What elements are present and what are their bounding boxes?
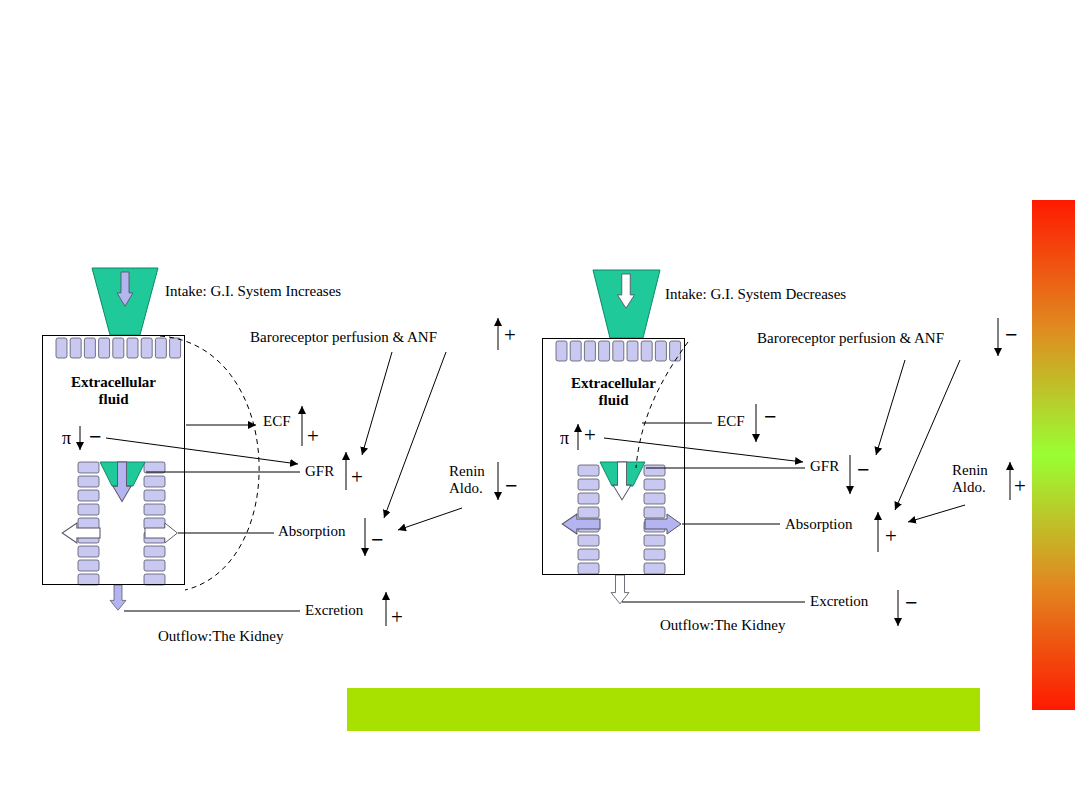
hormone-label: Renin Aldo.: [952, 462, 1000, 497]
regulator-label: Baroreceptor perfusion & ANF: [757, 330, 944, 347]
sign: +: [885, 524, 897, 548]
intake-label: Intake: G.I. System Increases: [165, 283, 341, 300]
sign: +: [1014, 474, 1026, 498]
sign: +: [351, 465, 363, 489]
sign: −: [857, 457, 870, 482]
osmotic-symbol: π: [560, 428, 569, 449]
left-panel-drawing: [62, 268, 498, 626]
extracellular-box: Extracellular fluid: [542, 338, 685, 575]
ecf-label: ECF: [263, 413, 291, 430]
hormone-label: Renin Aldo.: [449, 463, 497, 498]
sign: −: [505, 473, 518, 498]
excretion-label: Excretion: [305, 602, 363, 619]
gfr-label: GFR: [810, 458, 839, 475]
box-title: Extracellular fluid: [561, 375, 666, 410]
sign: −: [905, 590, 918, 615]
box-title: Extracellular fluid: [61, 374, 166, 409]
sign: +: [504, 323, 516, 347]
ecf-label: ECF: [717, 413, 745, 430]
sign: +: [307, 424, 319, 448]
sign: +: [584, 423, 596, 447]
intake-label: Intake: G.I. System Decreases: [665, 286, 846, 303]
excretion-label: Excretion: [810, 593, 868, 610]
absorption-label: Absorption: [785, 516, 853, 533]
sign: −: [371, 527, 384, 552]
absorption-label: Absorption: [278, 523, 346, 540]
sign: −: [89, 424, 102, 449]
sign: +: [391, 605, 403, 629]
osmotic-symbol: π: [62, 428, 71, 449]
regulator-label: Baroreceptor perfusion & ANF: [250, 329, 437, 346]
outflow-label: Outflow:The Kidney: [158, 628, 283, 645]
green-band: [347, 688, 980, 731]
gradient-bar: [1032, 200, 1075, 710]
gfr-label: GFR: [305, 463, 334, 480]
epithelial-cells: [56, 338, 681, 585]
extracellular-box: Extracellular fluid: [42, 335, 185, 585]
sign: −: [764, 404, 777, 429]
right-panel-drawing: [562, 270, 1010, 626]
outflow-label: Outflow:The Kidney: [660, 617, 785, 634]
sign: −: [1005, 322, 1018, 347]
